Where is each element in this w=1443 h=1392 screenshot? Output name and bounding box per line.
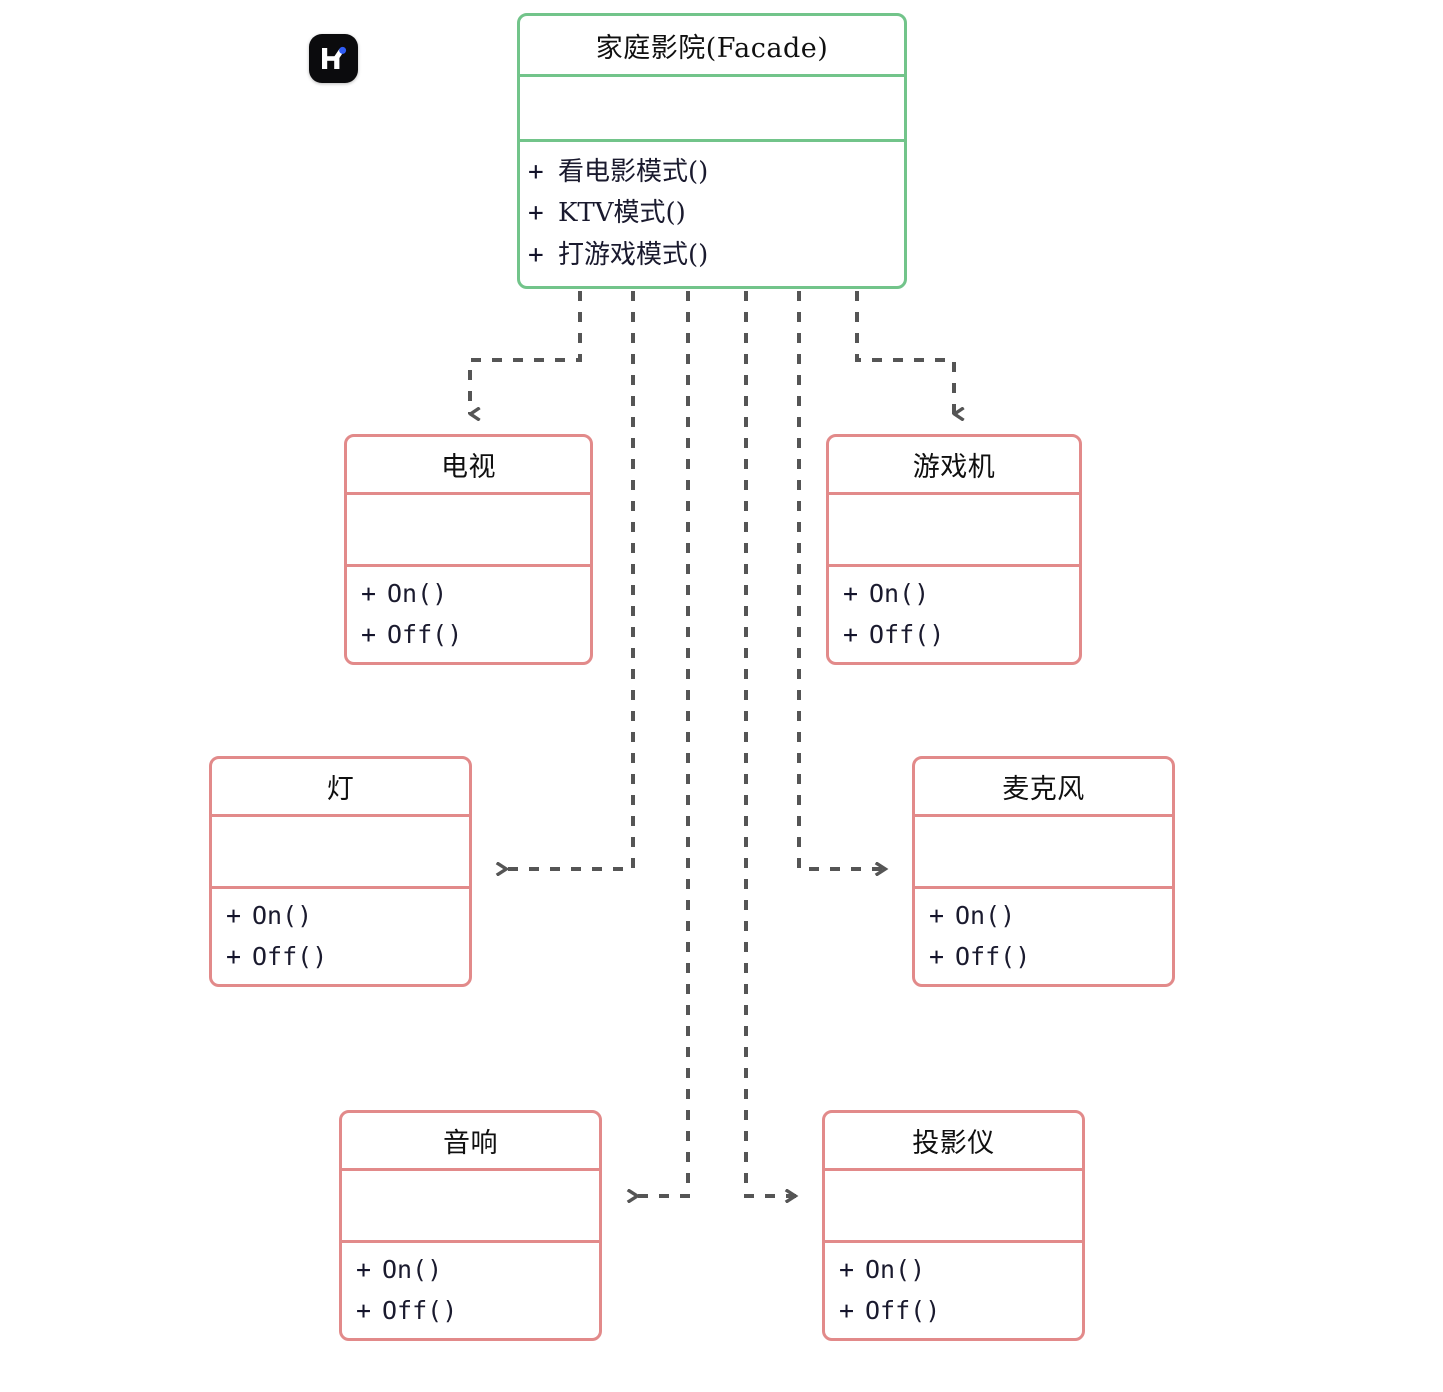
method-signature: On() bbox=[387, 579, 448, 608]
class-methods-game-console: + On() + Off() bbox=[829, 567, 1079, 662]
uml-class-game-console[interactable]: 游戏机 + On() + Off() bbox=[826, 434, 1082, 665]
class-attributes-facade bbox=[520, 77, 904, 142]
class-attributes-speaker bbox=[342, 1171, 599, 1243]
method-signature: On() bbox=[252, 901, 313, 930]
uml-class-microphone[interactable]: 麦克风 + On() + Off() bbox=[912, 756, 1175, 987]
app-logo-badge bbox=[309, 34, 358, 83]
class-methods-speaker: + On() + Off() bbox=[342, 1243, 599, 1338]
uml-class-lamp[interactable]: 灯 + On() + Off() bbox=[209, 756, 472, 987]
class-attributes-projector bbox=[825, 1171, 1082, 1243]
method-visibility: + bbox=[528, 157, 544, 188]
class-name-projector: 投影仪 bbox=[825, 1113, 1082, 1171]
method-visibility: + bbox=[528, 198, 544, 229]
method-visibility: + bbox=[361, 579, 377, 608]
method-signature: Off() bbox=[865, 1295, 941, 1325]
method-visibility: + bbox=[843, 579, 859, 608]
class-methods-lamp: + On() + Off() bbox=[212, 889, 469, 984]
method-row: + Off() bbox=[356, 1291, 599, 1332]
edge-facade-to-projector bbox=[744, 291, 797, 1196]
method-signature: 看电影模式() bbox=[558, 157, 709, 188]
uml-class-projector[interactable]: 投影仪 + On() + Off() bbox=[822, 1110, 1085, 1341]
edge-facade-to-speaker bbox=[628, 291, 690, 1196]
method-visibility: + bbox=[226, 941, 242, 971]
method-signature: Off() bbox=[382, 1295, 458, 1325]
method-row: + Off() bbox=[361, 615, 590, 656]
class-name-facade: 家庭影院(Facade) bbox=[520, 16, 904, 77]
method-signature: On() bbox=[865, 1255, 926, 1284]
method-signature: On() bbox=[382, 1255, 443, 1284]
method-signature: Off() bbox=[387, 619, 463, 649]
method-signature: Off() bbox=[252, 941, 328, 971]
uml-class-facade[interactable]: 家庭影院(Facade) + 看电影模式() + KTV模式() + 打游戏模式… bbox=[517, 13, 907, 289]
logo-accent-dot bbox=[339, 46, 347, 54]
method-row: + Off() bbox=[843, 615, 1079, 656]
method-row: + On() bbox=[929, 896, 1172, 937]
edge-facade-to-tv bbox=[468, 291, 582, 414]
class-name-tv: 电视 bbox=[347, 437, 590, 495]
method-signature: 打游戏模式() bbox=[558, 239, 709, 270]
class-methods-projector: + On() + Off() bbox=[825, 1243, 1082, 1338]
method-row: + 看电影模式() bbox=[528, 152, 904, 193]
method-visibility: + bbox=[226, 901, 242, 930]
class-attributes-tv bbox=[347, 495, 590, 567]
method-row: + On() bbox=[843, 574, 1079, 615]
method-visibility: + bbox=[356, 1255, 372, 1284]
method-signature: Off() bbox=[869, 619, 945, 649]
method-row: + 打游戏模式() bbox=[528, 235, 904, 276]
method-row: + Off() bbox=[226, 937, 469, 978]
class-name-speaker: 音响 bbox=[342, 1113, 599, 1171]
class-attributes-microphone bbox=[915, 817, 1172, 889]
uml-class-speaker[interactable]: 音响 + On() + Off() bbox=[339, 1110, 602, 1341]
method-row: + On() bbox=[839, 1250, 1082, 1291]
method-visibility: + bbox=[528, 239, 544, 270]
class-attributes-game-console bbox=[829, 495, 1079, 567]
method-row: + On() bbox=[226, 896, 469, 937]
method-visibility: + bbox=[839, 1295, 855, 1325]
method-row: + Off() bbox=[839, 1291, 1082, 1332]
method-visibility: + bbox=[843, 619, 859, 649]
method-visibility: + bbox=[361, 619, 377, 649]
class-name-game-console: 游戏机 bbox=[829, 437, 1079, 495]
method-row: + Off() bbox=[929, 937, 1172, 978]
method-row: + On() bbox=[361, 574, 590, 615]
class-methods-microphone: + On() + Off() bbox=[915, 889, 1172, 984]
method-visibility: + bbox=[356, 1295, 372, 1325]
method-signature: Off() bbox=[955, 941, 1031, 971]
class-attributes-lamp bbox=[212, 817, 469, 889]
method-visibility: + bbox=[839, 1255, 855, 1284]
method-row: + On() bbox=[356, 1250, 599, 1291]
method-visibility: + bbox=[929, 941, 945, 971]
edge-facade-to-game-console bbox=[855, 291, 954, 414]
class-methods-tv: + On() + Off() bbox=[347, 567, 590, 662]
class-methods-facade: + 看电影模式() + KTV模式() + 打游戏模式() bbox=[520, 142, 904, 286]
class-name-lamp: 灯 bbox=[212, 759, 469, 817]
method-row: + KTV模式() bbox=[528, 193, 904, 234]
method-visibility: + bbox=[929, 901, 945, 930]
method-signature: KTV模式() bbox=[558, 198, 686, 229]
class-name-microphone: 麦克风 bbox=[915, 759, 1172, 817]
method-signature: On() bbox=[869, 579, 930, 608]
uml-class-tv[interactable]: 电视 + On() + Off() bbox=[344, 434, 593, 665]
method-signature: On() bbox=[955, 901, 1016, 930]
